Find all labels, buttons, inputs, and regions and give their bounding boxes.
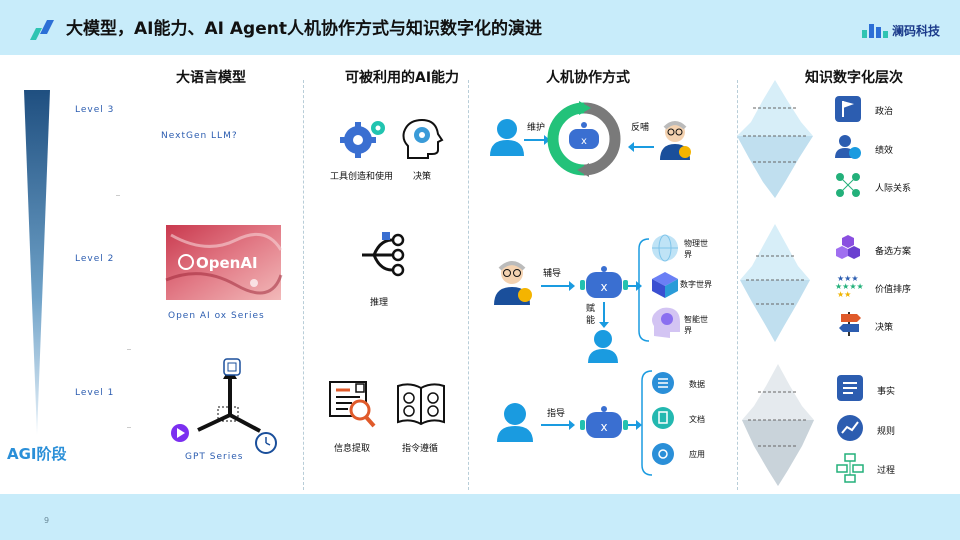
ability-info-label: 信息提取 [334, 444, 371, 454]
arrow-down-icon [599, 302, 609, 328]
person-icon [497, 403, 533, 442]
agent-robot-icon: x [580, 406, 628, 438]
knowledge-options-label: 备选方案 [875, 247, 912, 257]
knowledge-facts-label: 事实 [877, 387, 896, 397]
assist-label: 辅导 [543, 269, 562, 279]
level-1-label: Level 1 [75, 388, 115, 398]
header-bar [0, 0, 960, 55]
cube-icon [652, 272, 678, 298]
knowledge-decision-label: 决策 [875, 323, 894, 333]
star-rating-icon: ★★★ ★★★★ ★★ [835, 274, 864, 299]
arrow-left-icon [628, 142, 654, 152]
expert-avatar-icon [660, 121, 691, 160]
empower-label: 赋能 [586, 304, 596, 326]
info-extract-icon [329, 381, 376, 428]
reasoning-network-icon [362, 232, 405, 277]
ability-decision-label: 决策 [413, 172, 432, 182]
knowledge-performance-label: 绩效 [875, 146, 894, 156]
column-divider [737, 80, 738, 490]
head-gear-icon [402, 118, 444, 159]
gpt-series-caption: GPT Series [185, 452, 244, 462]
rules-chart-icon [837, 415, 863, 441]
signpost-icon [839, 312, 861, 336]
arrow-right-icon [524, 135, 550, 145]
digital-world-label: 数字世界 [680, 280, 712, 289]
column-heading-llm: 大语言模型 [176, 70, 246, 86]
feedback-label: 反哺 [631, 123, 650, 133]
app-icon [652, 443, 674, 465]
ability-instruction-label: 指令遵循 [402, 444, 439, 454]
nextgen-llm-label: NextGen LLM? [161, 131, 238, 141]
network-people-icon [836, 173, 860, 197]
maintain-label: 维护 [527, 123, 546, 133]
svg-text:x: x [600, 280, 607, 294]
apps-label: 应用 [689, 450, 705, 459]
arrow-right-icon [541, 420, 575, 430]
globe-icon [652, 234, 678, 262]
brand-logo-icon [862, 24, 888, 38]
svg-text:★★: ★★ [837, 290, 851, 299]
knowledge-rules-label: 规则 [877, 427, 896, 437]
arrow-right-icon [628, 420, 642, 430]
ability-reasoning-label: 推理 [370, 298, 389, 308]
brand-name: 澜码科技 [892, 24, 941, 38]
column-heading-collab: 人机协作方式 [546, 70, 630, 86]
page-title: 大模型，AI能力、AI Agent人机协作方式与知识数字化的演进 [66, 19, 542, 39]
svg-text:x: x [600, 420, 607, 434]
column-heading-knowledge: 知识数字化层次 [805, 70, 903, 86]
footer-bar [0, 494, 960, 540]
intelligent-world-label: 智能世界 [684, 315, 708, 335]
fact-document-icon [837, 375, 863, 401]
evolution-wedge [24, 90, 50, 435]
ability-tools-label: 工具创造和使用 [330, 172, 394, 182]
openai-series-caption: Open AI ox Series [168, 311, 265, 321]
agent-cycle-icon: x [547, 101, 621, 177]
bracket-icon [638, 238, 650, 342]
knowledge-relations-label: 人际关系 [875, 184, 912, 194]
column-divider [468, 80, 469, 490]
iceberg-icon [742, 364, 814, 486]
data-list-icon [652, 372, 674, 394]
document-icon [652, 407, 674, 429]
agi-stage-label: AGI阶段 [7, 445, 67, 463]
openai-banner-image [165, 225, 283, 300]
knowledge-process-label: 过程 [877, 466, 896, 476]
documents-label: 文档 [689, 415, 705, 424]
svg-text:★★★: ★★★ [837, 274, 859, 283]
level-3-label: Level 3 [75, 105, 115, 115]
svg-text:x: x [581, 136, 587, 147]
page-number: 9 [44, 516, 50, 525]
brain-icon [652, 307, 680, 338]
physical-world-label: 物理世界 [684, 239, 708, 259]
data-label: 数据 [689, 380, 705, 389]
instruction-book-icon [397, 383, 445, 426]
openai-logo-text: OpenAI [196, 254, 258, 272]
knowledge-politics-label: 政治 [875, 107, 894, 117]
bracket-icon [641, 370, 653, 476]
expert-avatar-icon [494, 261, 532, 305]
svg-text:★★★★: ★★★★ [835, 282, 864, 291]
gpt-axes-graphic [171, 358, 277, 454]
arrow-right-icon [541, 281, 575, 291]
column-divider [303, 80, 304, 490]
column-heading-ai-ability: 可被利用的AI能力 [345, 70, 460, 86]
agent-robot-icon: x [580, 266, 628, 298]
hexagon-options-icon [836, 235, 860, 259]
knowledge-ranking-label: 价值排序 [875, 285, 912, 295]
iceberg-icon [737, 80, 813, 198]
user-performance-icon [835, 135, 861, 159]
person-icon [490, 119, 524, 156]
iceberg-icon [740, 224, 810, 342]
process-flow-icon [836, 453, 864, 483]
gear-icon [340, 121, 385, 158]
slide-logo-icon [30, 20, 54, 40]
person-icon [588, 330, 618, 363]
guide-label: 指导 [547, 409, 566, 419]
flag-icon [835, 96, 861, 122]
level-2-label: Level 2 [75, 254, 115, 264]
